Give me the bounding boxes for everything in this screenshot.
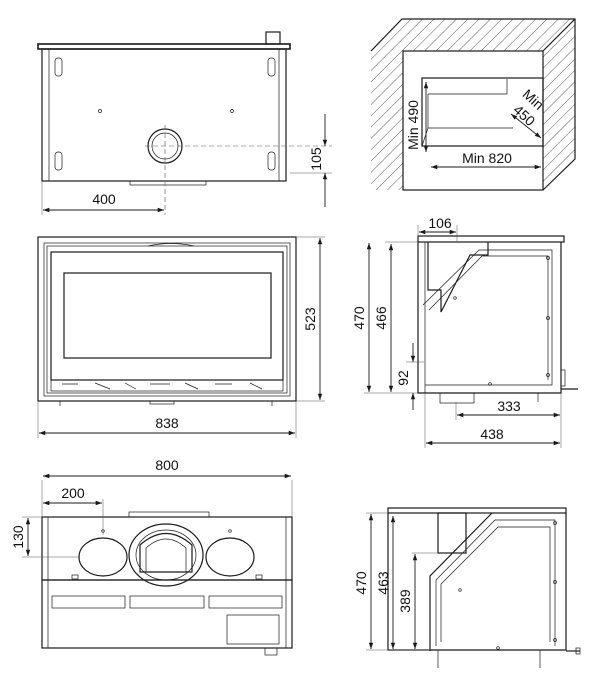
side-view-body-outline bbox=[417, 242, 562, 394]
front-view-glass bbox=[63, 272, 272, 359]
top-view-bracket bbox=[54, 57, 63, 77]
side-view-lower: 470 463 389 bbox=[353, 507, 581, 668]
side-view-foot bbox=[439, 392, 475, 404]
dim-463-label: 463 bbox=[375, 571, 391, 595]
bottom-view-vent-left bbox=[78, 537, 128, 577]
bottom-view-slot bbox=[51, 595, 126, 609]
dim-200-label: 200 bbox=[61, 485, 85, 501]
niche-view: Min 490 Min 820 Min 450 bbox=[370, 18, 576, 191]
front-view-outer-frame bbox=[37, 236, 297, 402]
top-view-bracket bbox=[267, 57, 276, 77]
dim-105-label: 105 bbox=[308, 147, 324, 171]
front-view: 523 838 bbox=[37, 236, 325, 438]
niche-opening bbox=[421, 77, 544, 147]
top-view-flue-stub bbox=[265, 31, 281, 45]
side-view-top-plate bbox=[417, 235, 565, 243]
dim-130-label: 130 bbox=[10, 525, 26, 549]
bottom-view-top-panel bbox=[41, 516, 293, 581]
front-view-door bbox=[50, 251, 284, 381]
niche-height-label: Min 490 bbox=[405, 100, 421, 150]
dim-106-label: 106 bbox=[428, 215, 452, 231]
bottom-view: 800 200 130 bbox=[10, 457, 293, 656]
top-view-bracket bbox=[267, 151, 276, 171]
bottom-view-control-box bbox=[226, 614, 280, 645]
top-view-body bbox=[41, 48, 287, 182]
side-view-upper: 106 470 466 92 333 438 bbox=[351, 215, 578, 448]
bottom-view-vent-right bbox=[205, 537, 255, 577]
top-view: 400 105 bbox=[37, 31, 332, 215]
dim-838-label: 838 bbox=[155, 415, 179, 431]
dim-438-label: 438 bbox=[480, 426, 504, 442]
dim-389-label: 389 bbox=[397, 589, 413, 613]
side-view-baffle bbox=[427, 242, 489, 313]
dim-400-label: 400 bbox=[92, 191, 116, 207]
top-view-outer-frame bbox=[37, 43, 291, 50]
dim-333-label: 333 bbox=[497, 398, 521, 414]
top-view-bracket bbox=[54, 151, 63, 171]
side-view-lower-baffle bbox=[429, 512, 493, 651]
niche-width-label: Min 820 bbox=[462, 150, 512, 166]
dim-800-label: 800 bbox=[155, 457, 179, 473]
dim-470-label: 470 bbox=[351, 306, 367, 330]
side-view-lower-flue bbox=[437, 512, 467, 554]
bottom-view-slot bbox=[208, 595, 283, 609]
dim-523-label: 523 bbox=[302, 307, 318, 331]
niche-depth-dim bbox=[510, 113, 542, 139]
side-view-lower-top-plate bbox=[387, 507, 567, 514]
dim-92-label: 92 bbox=[395, 370, 411, 386]
dim-466-label: 466 bbox=[373, 306, 389, 330]
dim-470b-label: 470 bbox=[353, 571, 369, 595]
bottom-view-flue-outer bbox=[128, 523, 204, 587]
bottom-view-slot bbox=[129, 595, 205, 609]
bottom-view-body bbox=[41, 579, 293, 649]
